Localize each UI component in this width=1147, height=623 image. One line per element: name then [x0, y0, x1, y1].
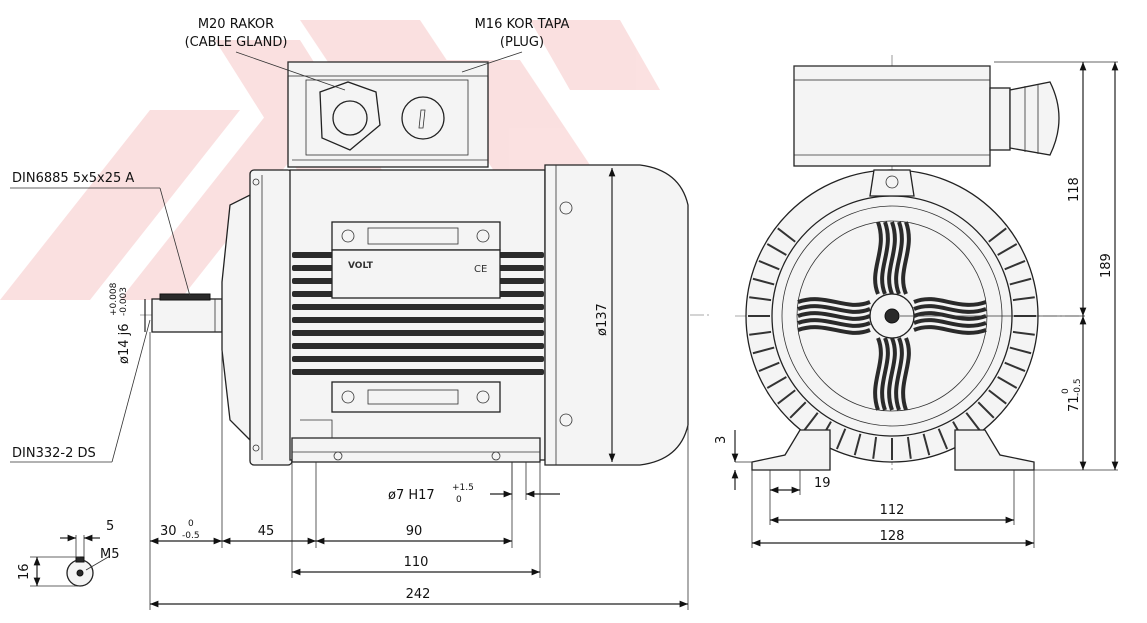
thread-text: M5: [100, 547, 120, 562]
dim-128-text: 128: [880, 529, 905, 544]
plug-cap: [401, 96, 445, 140]
hub-dia-text: ø137: [595, 303, 610, 336]
foot-hole-tol-upper: +1.5: [452, 483, 474, 493]
side-view: VOLT CE: [140, 61, 710, 466]
centre-height-text: 71: [1067, 395, 1082, 412]
centre-height-tol-upper: 0: [1061, 388, 1071, 394]
foot-thickness-text: 3: [714, 436, 729, 444]
shaft: [151, 298, 223, 333]
front-flange: [249, 169, 293, 466]
shaft-length-tol-lower: -0.5: [182, 531, 200, 541]
shaft-tol-lower: -0.003: [119, 287, 129, 316]
ce-mark: CE: [474, 264, 487, 275]
plug-label-2: (PLUG): [500, 35, 544, 50]
nameplate-brand: VOLT: [348, 261, 374, 271]
dimension-lines: [10, 51, 1119, 610]
shaft-length-text: 30: [160, 524, 177, 539]
dimension-texts: ø14 j6 +0.008 -0.003 ø137 ø7 H17 +1.5 0 …: [17, 177, 1114, 602]
shaft-height-text: 16: [17, 563, 32, 580]
dim-45-text: 45: [258, 524, 275, 539]
cable-gland-label-1: M20 RAKOR: [198, 17, 274, 32]
cooling-fin: [292, 369, 544, 375]
dim-19-text: 19: [814, 476, 831, 491]
fan-cover: [544, 164, 689, 466]
foot-hole-text: ø7 H17: [388, 488, 435, 503]
nameplate: [331, 221, 501, 251]
dim-90-text: 90: [406, 524, 423, 539]
centre-height-tol-lower: -0.5: [1073, 378, 1083, 396]
end-terminal-box: [793, 65, 991, 167]
dim-110-text: 110: [404, 555, 429, 570]
dim-242-text: 242: [406, 587, 431, 602]
plug-label-1: M16 KOR TAPA: [475, 17, 570, 32]
key-label: DIN6885 5x5x25 A: [12, 171, 134, 186]
callout-labels: M20 RAKOR (CABLE GLAND) M16 KOR TAPA (PL…: [12, 17, 570, 461]
shaft-tol-upper: +0.008: [109, 282, 119, 316]
cooling-fin: [292, 304, 544, 310]
cooling-fin: [292, 343, 544, 349]
shaft-length-tol-upper: 0: [188, 519, 194, 529]
end-foot-left: [751, 429, 831, 471]
dim-118-text: 118: [1067, 177, 1082, 202]
dim-112-text: 112: [880, 503, 905, 518]
side-foot: [291, 437, 541, 463]
center-hole-label: DIN332-2 DS: [12, 446, 96, 461]
terminal-box: [287, 61, 489, 168]
shaft-dia-text: ø14 j6: [117, 323, 132, 364]
lower-plate: [331, 381, 501, 413]
end-view: [735, 55, 1085, 471]
cooling-fin: [292, 317, 544, 323]
key-width-text: 5: [106, 519, 114, 534]
shaft-key: [159, 293, 211, 301]
cooling-fin: [292, 356, 544, 362]
fan-blades: [797, 221, 987, 411]
cooling-fin: [292, 330, 544, 336]
foot-hole-tol-lower: 0: [456, 495, 462, 505]
stator-body: [289, 169, 546, 461]
cable-gland-label-2: (CABLE GLAND): [185, 35, 288, 50]
lifting-eye: [869, 169, 915, 197]
end-foot-right: [954, 429, 1035, 471]
end-cable-gland: [989, 87, 1011, 151]
dim-189-text: 189: [1099, 253, 1114, 278]
